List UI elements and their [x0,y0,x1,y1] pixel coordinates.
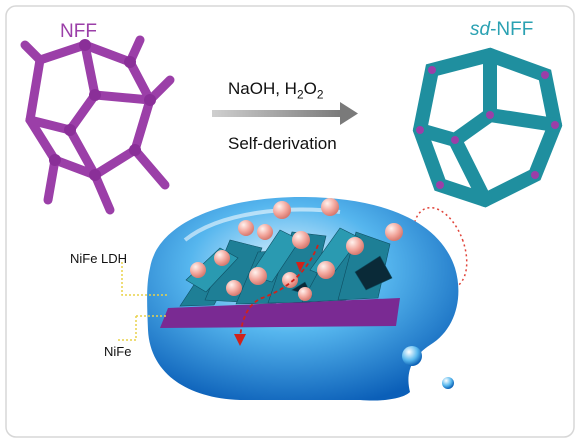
e-charge: - [320,407,324,417]
electron-mid-arrow-icon [296,262,305,272]
nff-foam-joints [49,39,156,181]
ldh-leader-line [121,262,168,296]
reagent-part-b: O [303,79,317,98]
nff-label-text: NFF [60,21,97,42]
process-label: Self-derivation [228,134,337,153]
oh-charge: - [229,407,233,417]
sd-nff-joints [416,66,559,189]
nff-foam-icon [20,35,175,215]
oer-equation: OER: 4OH-→2H2O+O2↑+4e- [172,408,323,425]
reaction-arrow-icon: → [232,409,245,423]
sd-suffix: -NFF [490,19,534,40]
electrons: +4e [300,409,321,423]
nife-substrate [160,298,400,328]
reagent-part-a: NaOH, H [228,79,297,98]
sd-prefix: sd [470,19,491,40]
nff-label: NFF [60,22,97,41]
product-b: O+O [264,409,290,423]
electron-path-icon [239,244,319,339]
oxygen-bubbles [190,198,403,301]
o-sub: 2 [289,415,295,426]
sd-nff-label: sd-NFF [470,20,533,39]
ldh-label: NiFe LDH [70,251,128,266]
droplet-large [402,346,422,366]
nife-leader-line [118,316,137,341]
reagent-sub: 2 [296,87,304,102]
oer-prefix: OER: 4OH [172,409,230,423]
droplet-small [442,377,454,389]
outer-frame [5,5,575,438]
reagent-label: NaOH, H2O2 [228,80,323,101]
h-sub: 2 [259,415,265,426]
gas-up-arrow-icon: ↑ [294,411,301,423]
reagent-sub2: 2 [316,87,324,102]
process-arrow-icon [212,102,358,125]
electron-arrowhead-icon [234,334,246,346]
product-a: 2H [244,409,260,423]
nife-label: NiFe [104,344,132,359]
